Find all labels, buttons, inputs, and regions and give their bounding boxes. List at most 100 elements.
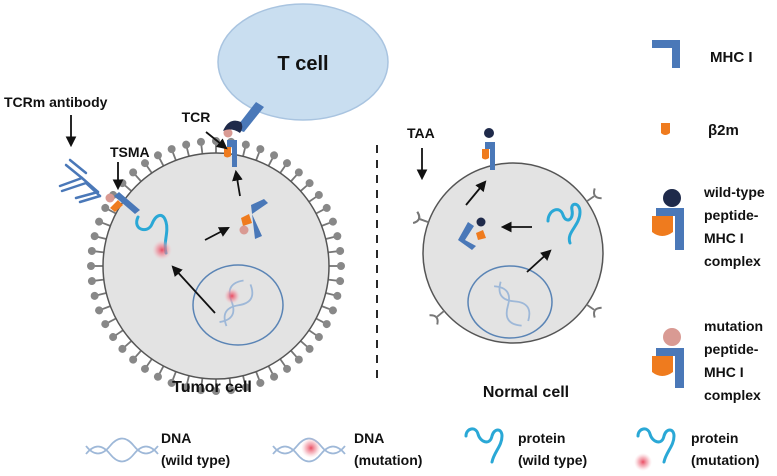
tumor-cell-label: Tumor cell (172, 379, 252, 396)
membrane-lipid-icon (308, 329, 323, 342)
membrane-lipid-icon (227, 378, 236, 395)
membrane-lipid-icon (279, 159, 292, 174)
membrane-lipid-icon (267, 151, 279, 167)
normal-to-surface-arrow (465, 180, 487, 206)
normal-cell: Normal cell (412, 128, 604, 401)
tumor-to-surface-arrow (232, 169, 243, 197)
membrane-lipid-icon (182, 140, 191, 157)
normal-cell-label: Normal cell (483, 384, 569, 401)
membrane-lipid-icon (140, 358, 153, 373)
legend-mhc-label: MHC I (710, 49, 753, 66)
legend-protein-mut-item: protein (mutation) (634, 427, 759, 471)
membrane-lipid-icon (95, 305, 111, 315)
membrane-lipid-icon (212, 379, 220, 395)
membrane-lipid-icon (109, 329, 124, 342)
membrane-lipid-icon (315, 317, 331, 329)
membrane-lipid-icon (87, 277, 104, 286)
membrane-lipid-icon (196, 378, 205, 395)
membrane-lipid-icon (90, 291, 107, 300)
legend-b2m-label: β2m (708, 122, 739, 139)
membrane-lipid-icon (279, 358, 292, 373)
tcrm-antibody-icon (58, 158, 102, 204)
membrane-lipid-icon (329, 262, 345, 270)
membrane-lipid-icon (153, 365, 165, 381)
membrane-lipid-icon (101, 317, 117, 329)
tumor-tsma-complex (105, 192, 140, 214)
tcr-pointer-arrow (205, 131, 228, 150)
membrane-lipid-icon (87, 246, 104, 255)
surface-receptor-icon (429, 310, 445, 325)
normal-surface-wild-type-complex (482, 128, 495, 170)
membrane-lipid-icon (328, 277, 345, 286)
taa-label: TAA (407, 125, 435, 141)
normal-free-mhc-b2m-peptide (458, 217, 486, 250)
membrane-lipid-icon (153, 151, 165, 167)
membrane-lipid-icon (321, 305, 337, 315)
tcrm-antibody-label: TCRm antibody (4, 94, 108, 110)
tcr-receptor (223, 102, 264, 133)
b2m-legend-icon (661, 123, 670, 135)
legend-protein-wt-text: protein (wild type) (518, 430, 587, 468)
tumor-cell-membrane-lipids (87, 137, 345, 395)
membrane-lipid-icon (87, 262, 103, 270)
legend-mut-complex-text: mutation peptide- MHC I complex (704, 318, 767, 403)
normal-cell-surface-receptors (412, 188, 602, 325)
mhc-legend-icon (652, 40, 680, 68)
tumor-cell: Tumor cell (87, 128, 345, 396)
membrane-lipid-icon (290, 168, 303, 182)
membrane-lipid-icon (255, 371, 265, 387)
normal-wild-type-protein-icon (546, 202, 582, 245)
membrane-lipid-icon (140, 159, 153, 174)
surface-receptor-icon (412, 211, 429, 225)
normal-nucleus (467, 265, 553, 339)
tumor-nucleus (192, 264, 284, 346)
tumor-mutated-protein-icon (135, 214, 172, 260)
legend-protein-wt-item: protein (wild type) (464, 427, 587, 468)
diagram-arrows (65, 115, 552, 314)
membrane-lipid-icon (321, 217, 337, 227)
dna-wt-legend-icon (85, 437, 159, 463)
membrane-lipid-icon (95, 217, 111, 227)
normal-dna-to-protein-arrow (526, 249, 552, 273)
membrane-lipid-icon (196, 137, 205, 154)
membrane-lipid-icon (325, 291, 342, 300)
membrane-lipid-icon (255, 145, 265, 161)
wt-complex-legend-icon (652, 189, 684, 250)
legend-dna-wt-text: DNA (wild type) (161, 430, 230, 468)
legend-dna-wt-item: DNA (wild type) (85, 430, 230, 468)
tsma-label: TSMA (110, 144, 150, 160)
membrane-lipid-icon (315, 203, 331, 215)
legend-protein-mut-text: protein (mutation) (691, 430, 759, 468)
membrane-lipid-icon (325, 232, 342, 241)
membrane-lipid-icon (300, 179, 314, 192)
membrane-lipid-icon (129, 350, 142, 364)
membrane-lipid-icon (129, 168, 142, 182)
membrane-lipid-icon (167, 145, 177, 161)
tumor-surface-mutation-complex (223, 128, 237, 167)
tcr-label: TCR (182, 109, 211, 125)
membrane-lipid-icon (90, 232, 107, 241)
membrane-lipid-icon (241, 140, 250, 157)
mut-complex-legend-icon (652, 328, 684, 388)
membrane-lipid-icon (267, 365, 279, 381)
legend-dna-mut-text: DNA (mutation) (354, 430, 422, 468)
t-cell: T cell (217, 3, 389, 121)
legend-wt-complex-text: wild-type peptide- MHC I complex (703, 184, 769, 269)
membrane-lipid-icon (101, 203, 117, 215)
dna-mut-legend-icon (272, 437, 346, 463)
normal-dna-icon (494, 281, 531, 327)
t-cell-label: T cell (277, 53, 328, 75)
membrane-lipid-icon (300, 340, 314, 353)
tumor-dna-to-protein-arrow (171, 265, 216, 314)
protein-wt-legend-icon (464, 427, 504, 464)
legend-dna-mut-item: DNA (mutation) (272, 430, 422, 468)
membrane-lipid-icon (328, 246, 345, 255)
membrane-lipid-icon (182, 375, 191, 392)
legend-wt-complex-item: wild-type peptide- MHC I complex (652, 184, 769, 269)
membrane-lipid-icon (241, 375, 250, 392)
legend-mut-complex-item: mutation peptide- MHC I complex (652, 318, 767, 403)
legend-b2m-item: β2m (661, 122, 739, 139)
surface-receptor-icon (586, 188, 602, 203)
protein-mut-legend-icon (634, 427, 676, 471)
